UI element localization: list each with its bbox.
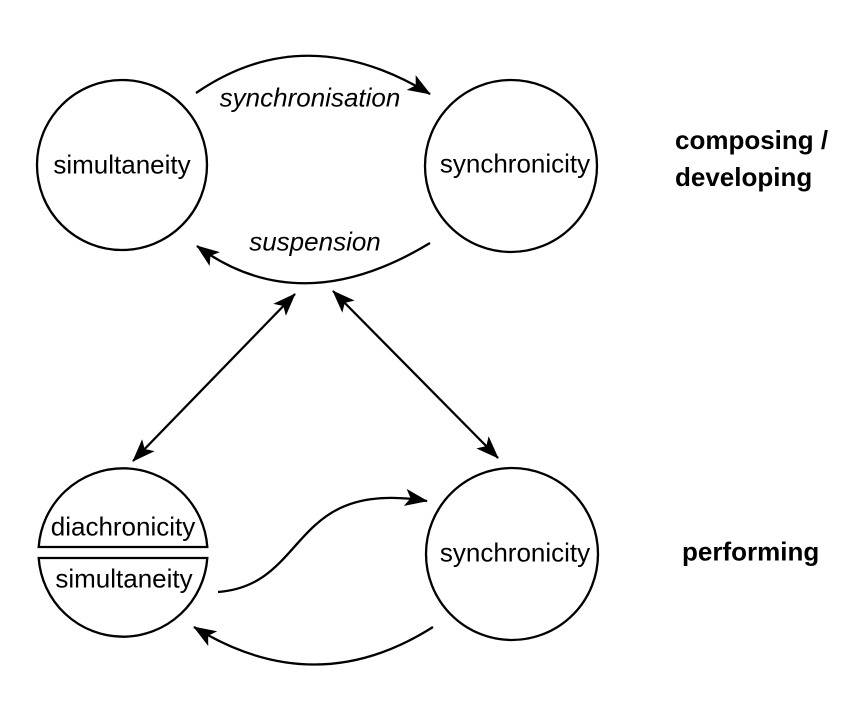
- stage-label-composing-line2: developing: [675, 162, 813, 192]
- edge-label-synchronisation: synchronisation: [219, 82, 401, 113]
- node-label-simultaneity-top: simultaneity: [53, 149, 191, 180]
- performing-forward-arrow: [217, 488, 428, 594]
- node-synchronicity-bottom-circle: [424, 466, 600, 642]
- performing-return-arrow: [193, 626, 434, 666]
- node-label-synchronicity-top: synchronicity: [439, 148, 591, 179]
- stage-label-performing: performing: [682, 536, 820, 567]
- node-split-circle-bottom-half: [37, 556, 209, 638]
- right-double-arrow: [332, 290, 499, 459]
- left-double-arrow: [132, 293, 296, 462]
- node-synchronicity-top-circle: [423, 78, 599, 254]
- stage-label-composing-developing: composing / developing: [675, 122, 828, 196]
- node-split-circle-top-half: [37, 467, 209, 549]
- node-label-diachronicity: diachronicity: [50, 511, 196, 542]
- suspension-arrow: [196, 242, 431, 285]
- synchronisation-arrow: [195, 54, 431, 95]
- edge-label-suspension: suspension: [249, 226, 381, 257]
- node-simultaneity-circle: [35, 78, 209, 252]
- stage-label-composing-line1: composing /: [675, 125, 829, 155]
- node-label-synchronicity-bottom: synchronicity: [439, 537, 591, 568]
- node-label-simultaneity-bottom: simultaneity: [55, 563, 193, 594]
